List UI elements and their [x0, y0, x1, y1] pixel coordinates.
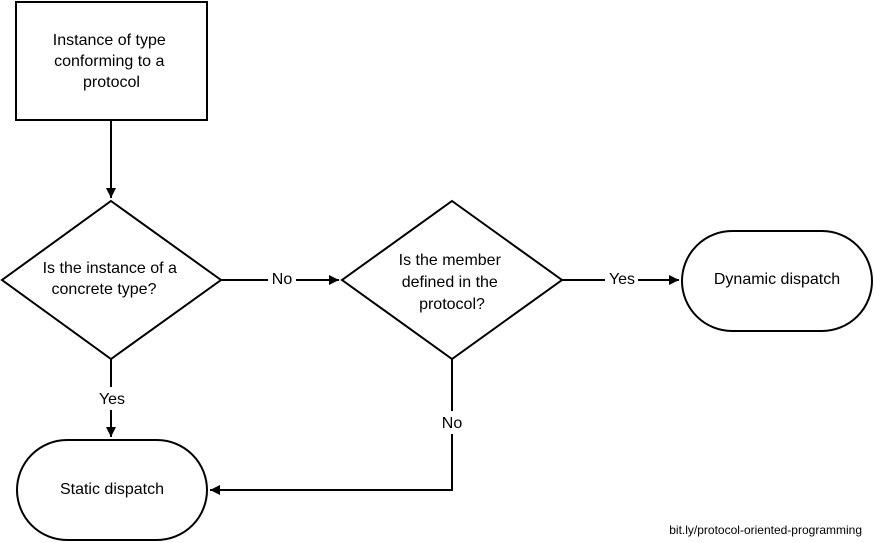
source-footer: bit.ly/protocol-oriented-programming — [669, 523, 862, 537]
edge-label-concrete-no: No — [272, 271, 293, 288]
concrete-decision-text: Is the instance of a concrete type? — [43, 260, 182, 298]
start-line-3: protocol — [83, 74, 140, 91]
static-dispatch-text: Static dispatch — [60, 481, 164, 498]
dynamic-dispatch-terminal — [681, 230, 873, 332]
concrete-type-decision — [0, 199, 223, 361]
member-line-3: protocol? — [419, 296, 485, 313]
concrete-line-1: Is the instance of a — [43, 260, 177, 277]
edge-member-no-line-b — [210, 434, 453, 495]
member-line-1: Is the member — [399, 252, 502, 269]
start-line-2: conforming to a — [54, 53, 164, 70]
edge-label-member-yes: Yes — [609, 271, 635, 288]
edge-label-concrete-yes: Yes — [99, 391, 125, 408]
start-box-text: Instance of type conforming to a protoco… — [53, 32, 170, 91]
static-dispatch-terminal — [16, 439, 208, 541]
concrete-line-2: concrete type? — [52, 281, 157, 298]
start-line-1: Instance of type — [53, 32, 166, 49]
start-box — [15, 1, 208, 121]
dynamic-dispatch-text: Dynamic dispatch — [714, 271, 840, 288]
member-decision-text: Is the member defined in the protocol? — [399, 252, 506, 313]
member-line-2: defined in the — [402, 274, 498, 291]
edge-label-member-no: No — [442, 415, 463, 432]
